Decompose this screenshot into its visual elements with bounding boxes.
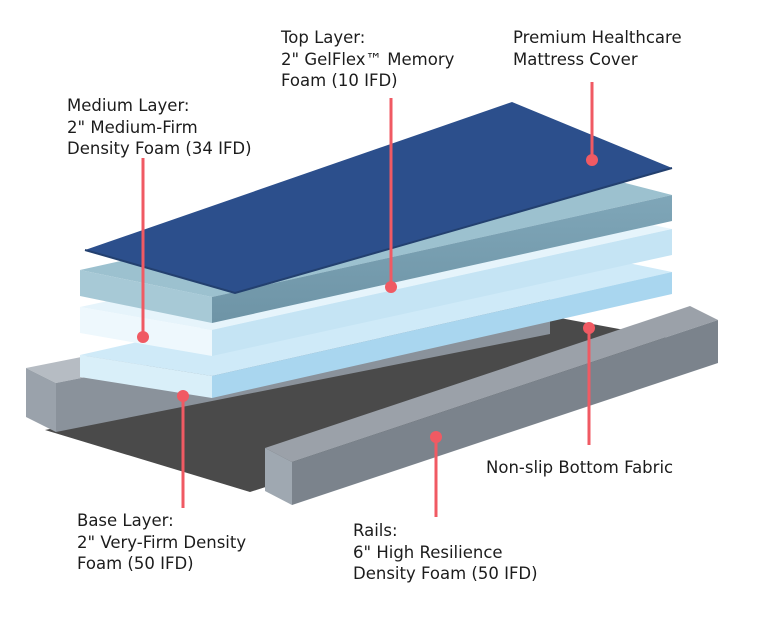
label-rails-line-3: Density Foam (50 IFD)	[353, 564, 538, 583]
label-top-layer: Top Layer: 2" GelFlex™ Memory Foam (10 I…	[281, 27, 454, 92]
callout-dot-rails	[430, 431, 442, 443]
rail-front	[265, 306, 718, 505]
label-top-layer-line-3: Foam (10 IFD)	[281, 71, 398, 90]
label-rails-line-1: Rails:	[353, 521, 398, 540]
label-rails: Rails: 6" High Resilience Density Foam (…	[353, 520, 538, 585]
label-cover: Premium Healthcare Mattress Cover	[513, 27, 682, 70]
label-base-layer-line-2: 2" Very-Firm Density	[77, 532, 247, 552]
callout-dot-medium-layer	[137, 331, 149, 343]
callout-dot-bottom-fabric	[583, 322, 595, 334]
callout-dot-base-layer	[177, 390, 189, 402]
callouts	[137, 82, 598, 517]
label-bottom-fabric: Non-slip Bottom Fabric	[486, 457, 673, 479]
label-base-layer: Base Layer: 2" Very-Firm Density Foam (5…	[77, 510, 246, 575]
label-top-layer-line-1: Top Layer:	[281, 28, 366, 47]
label-medium-layer-line-1: Medium Layer:	[67, 96, 190, 115]
label-cover-line-2: Mattress Cover	[513, 49, 638, 69]
label-rails-line-2: 6" High Resilience	[353, 542, 503, 562]
label-base-layer-line-1: Base Layer:	[77, 511, 174, 530]
label-medium-layer-line-2: 2" Medium-Firm	[67, 117, 198, 137]
cover-sheet	[85, 102, 672, 293]
label-medium-layer-line-3: Density Foam (34 IFD)	[67, 139, 252, 158]
callout-dot-top-layer	[385, 281, 397, 293]
label-bottom-fabric-line-1: Non-slip Bottom Fabric	[486, 458, 674, 477]
callout-dot-cover	[586, 154, 598, 166]
label-top-layer-line-2: 2" GelFlex™ Memory	[281, 49, 455, 69]
label-cover-line-1: Premium Healthcare	[513, 28, 682, 47]
label-base-layer-line-3: Foam (50 IFD)	[77, 554, 194, 573]
label-medium-layer: Medium Layer: 2" Medium-Firm Density Foa…	[67, 95, 252, 160]
